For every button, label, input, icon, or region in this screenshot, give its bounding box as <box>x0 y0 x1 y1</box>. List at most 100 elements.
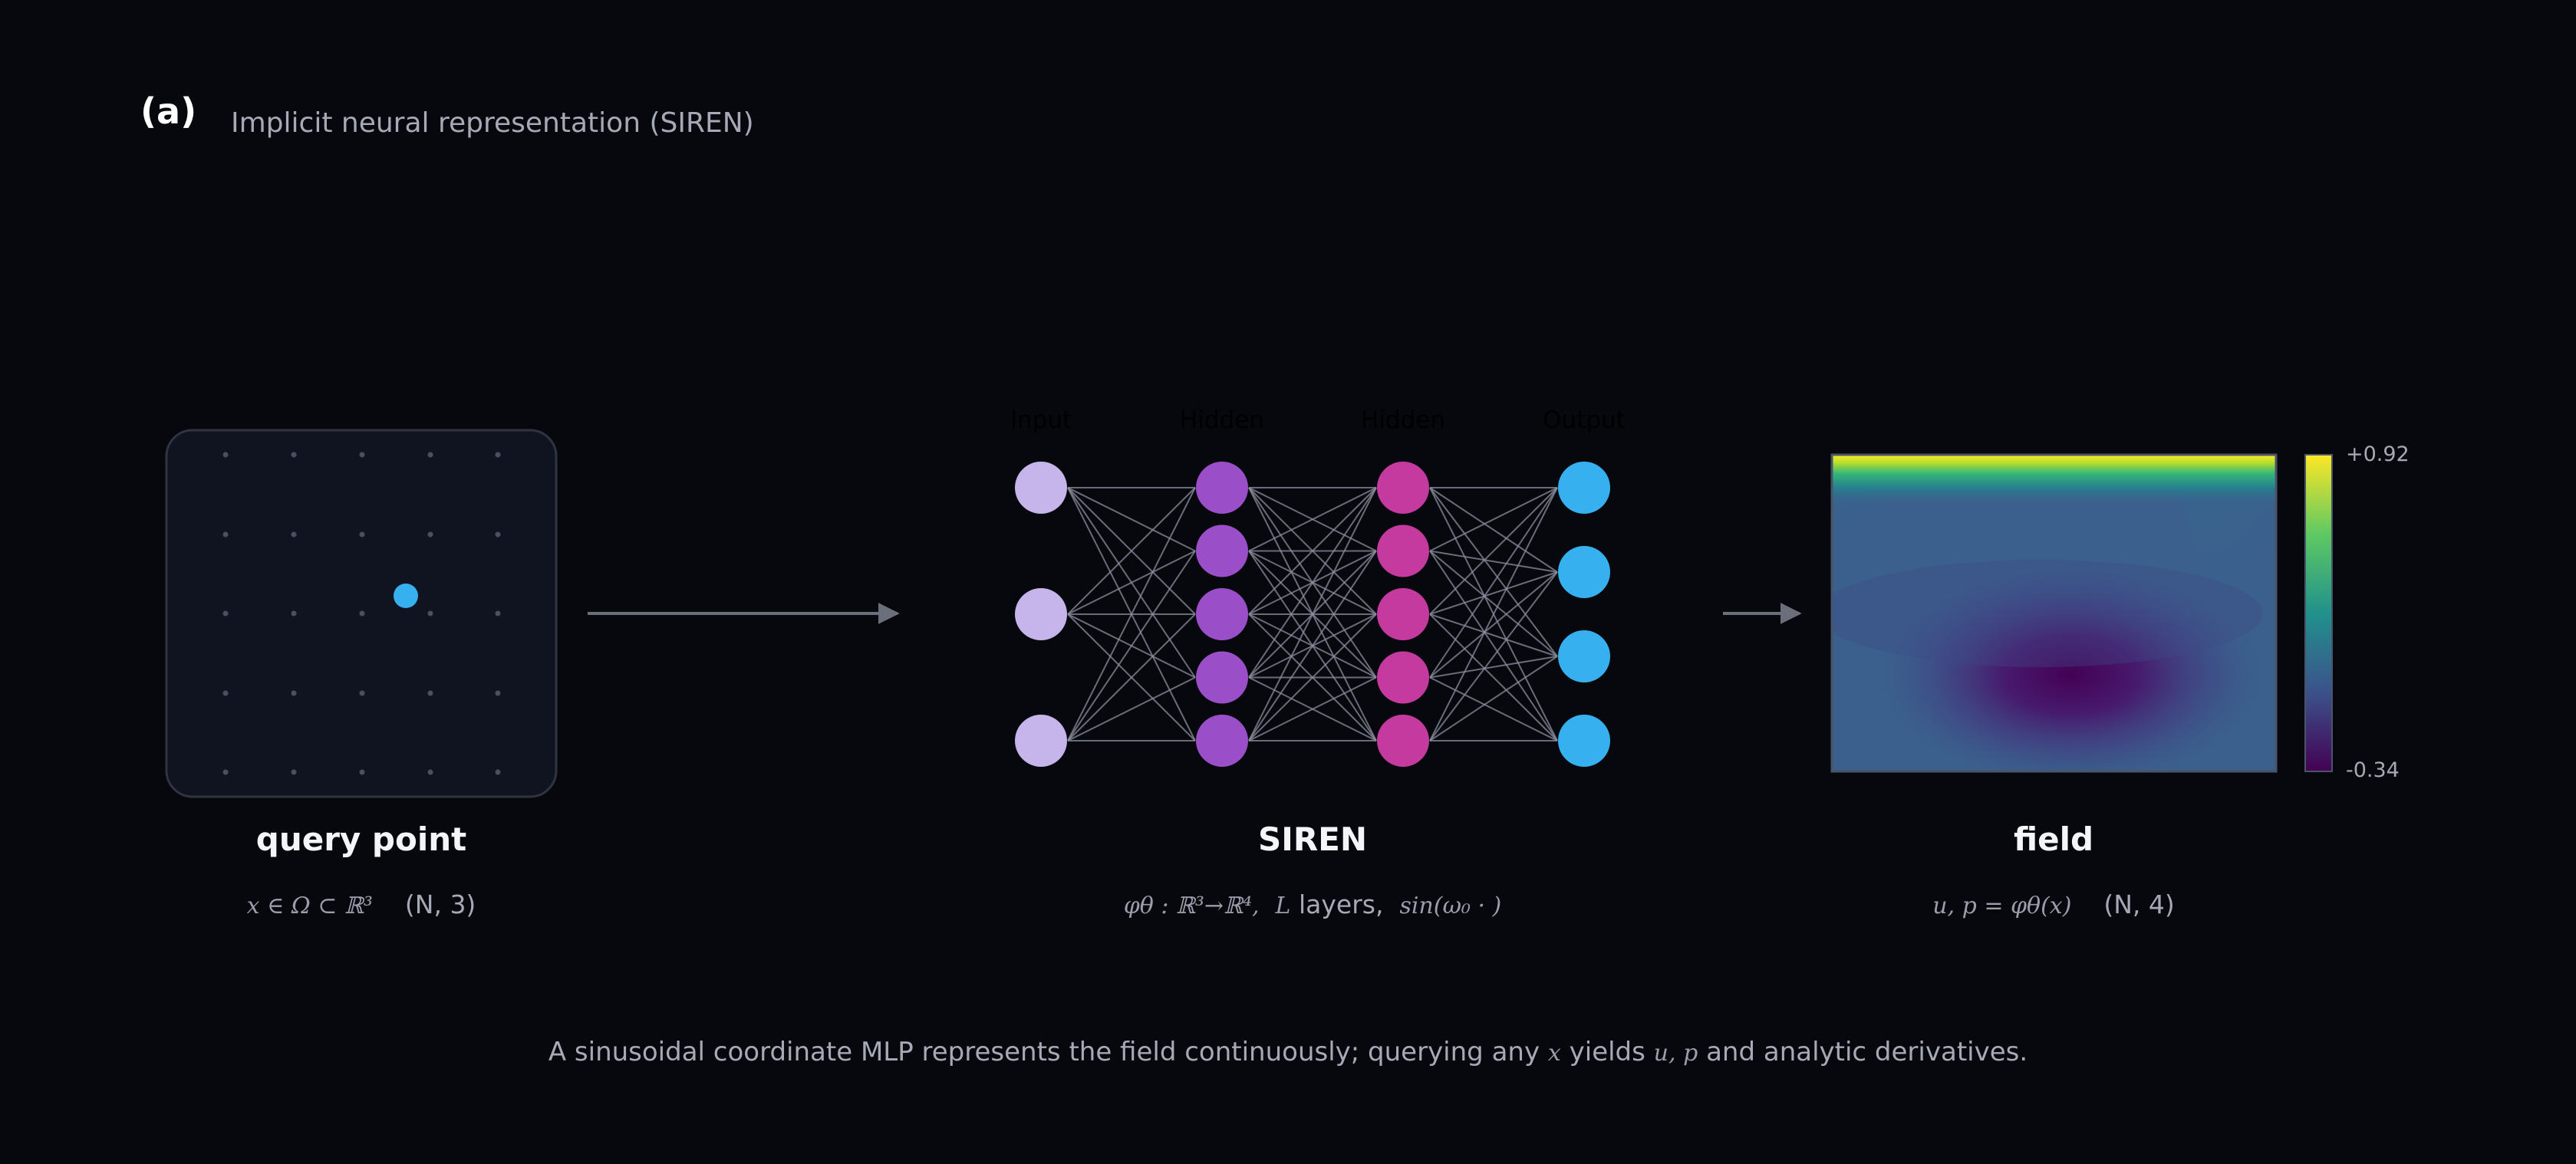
network-edge <box>1067 550 1196 741</box>
network-edge <box>1429 613 1558 741</box>
network-edge <box>1248 487 1377 615</box>
network-edge <box>1248 550 1377 741</box>
query-domain <box>165 429 558 798</box>
network-node-hidden <box>1377 715 1429 767</box>
network-edge <box>1429 487 1558 679</box>
field-subtitle: u, p = φθ(x) (N, 4) <box>1932 889 2175 919</box>
network-node-output <box>1558 715 1610 767</box>
network-node-hidden <box>1377 588 1429 640</box>
grid-dot <box>427 531 433 538</box>
siren-layers-word: layers, <box>1298 889 1384 919</box>
network-edge <box>1429 487 1558 615</box>
grid-dot <box>359 531 365 538</box>
siren-map-math: φθ : ℝ³→ℝ⁴, <box>1123 893 1260 919</box>
grid-dot <box>359 452 365 458</box>
layer-header-input: Input <box>1010 406 1072 434</box>
network-node-input <box>1015 715 1067 767</box>
network-edge <box>1067 676 1196 741</box>
network-edge <box>1429 487 1558 741</box>
network-node-hidden <box>1377 651 1429 704</box>
footer-text-2: yields <box>1569 1037 1645 1067</box>
network-node-input <box>1015 588 1067 640</box>
network-edge <box>1248 487 1377 741</box>
network-nodes <box>1015 462 1610 767</box>
sample-grid <box>222 452 501 775</box>
siren-subtitle: φθ : ℝ³→ℝ⁴, L layers, sin(ω₀ · ) <box>1124 889 1502 919</box>
grid-dot <box>222 610 229 617</box>
footer-text-1: A sinusoidal coordinate MLP represents t… <box>548 1037 1540 1067</box>
network-node-hidden <box>1196 588 1248 640</box>
siren-activation-math: sin(ω₀ · ) <box>1399 893 1502 919</box>
network-edge <box>1248 487 1377 679</box>
network-edge <box>1248 487 1377 552</box>
network-node-output <box>1558 630 1610 682</box>
grid-dot <box>495 769 501 775</box>
network-edge <box>1067 487 1196 741</box>
grid-dot <box>495 531 501 538</box>
grid-dot <box>291 690 297 696</box>
grid-dot <box>427 769 433 775</box>
network-edge <box>1248 613 1377 741</box>
network-edge <box>1248 676 1377 741</box>
network-edge <box>1429 676 1558 741</box>
network-node-hidden <box>1377 524 1429 577</box>
siren-title: SIREN <box>1257 820 1368 858</box>
network-edge <box>1067 487 1196 552</box>
grid-dot <box>427 452 433 458</box>
network-edge <box>1429 656 1558 741</box>
panel-letter: (a) <box>140 90 197 132</box>
grid-dot <box>427 610 433 617</box>
field-math: u, p = φθ(x) <box>1932 893 2072 919</box>
grid-dot <box>495 690 501 696</box>
footer-var-up: u, p <box>1653 1040 1698 1067</box>
grid-dot <box>222 690 229 696</box>
query-point-title: query point <box>255 820 467 858</box>
colorbar-max-label: +0.92 <box>2346 442 2410 466</box>
grid-dot <box>291 610 297 617</box>
grid-dot <box>359 690 365 696</box>
grid-dot <box>495 452 501 458</box>
grid-dot <box>495 610 501 617</box>
network-node-output <box>1558 546 1610 598</box>
field-title: field <box>2013 820 2094 858</box>
network-edge <box>1067 487 1196 615</box>
colorbar <box>2304 454 2333 772</box>
grid-dot <box>291 769 297 775</box>
network-node-input <box>1015 462 1067 514</box>
figure-footer-caption: A sinusoidal coordinate MLP represents t… <box>548 1037 2028 1067</box>
field-frame <box>1830 453 2278 773</box>
query-shape: (N, 3) <box>404 889 476 919</box>
network-edge <box>1429 613 1558 657</box>
network-edge <box>1429 487 1558 657</box>
grid-dot <box>222 769 229 775</box>
field-shape: (N, 4) <box>2103 889 2175 919</box>
grid-dot <box>359 610 365 617</box>
network-node-hidden <box>1377 462 1429 514</box>
field-heatmap: +0.92 -0.34 <box>1830 442 2410 782</box>
network-node-hidden <box>1196 715 1248 767</box>
grid-dot <box>291 452 297 458</box>
network-edge <box>1429 550 1558 657</box>
grid-dot <box>291 531 297 538</box>
network-edge <box>1429 550 1558 573</box>
network-node-output <box>1558 462 1610 514</box>
network-edge <box>1429 571 1558 741</box>
network-edge <box>1429 571 1558 615</box>
network-edge <box>1429 571 1558 679</box>
query-point-marker <box>394 584 418 608</box>
network-edge <box>1429 487 1558 552</box>
query-point-subtitle: x ∈ Ω ⊂ ℝ³ (N, 3) <box>247 889 476 919</box>
network-node-hidden <box>1196 462 1248 514</box>
colorbar-min-label: -0.34 <box>2346 758 2400 782</box>
network-edges <box>1067 487 1558 741</box>
network-edge <box>1429 487 1558 573</box>
network-node-hidden <box>1196 524 1248 577</box>
grid-dot <box>222 531 229 538</box>
grid-dot <box>427 690 433 696</box>
footer-var-x: x <box>1547 1040 1561 1067</box>
network-edge <box>1429 550 1558 741</box>
layer-header-output: Output <box>1543 406 1626 434</box>
grid-dot <box>222 452 229 458</box>
